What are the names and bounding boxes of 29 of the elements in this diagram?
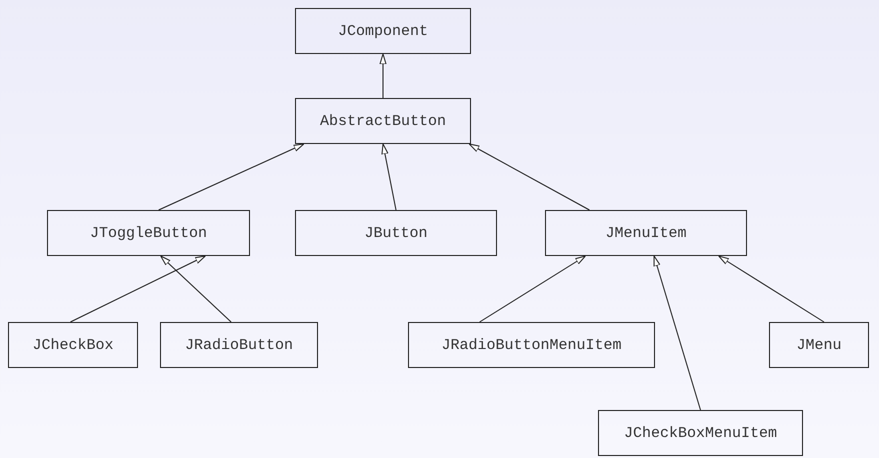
inheritance-arrow (479, 256, 586, 322)
class-box (598, 410, 803, 456)
class-name: JRadioButton (184, 336, 294, 354)
inheritance-arrow (718, 256, 824, 322)
class-name: JButton (364, 224, 428, 242)
class-name: JToggleButton (90, 224, 208, 242)
class-name: JMenu (796, 336, 842, 354)
inheritance-arrow (158, 144, 304, 210)
inheritance-arrow (160, 256, 232, 322)
class-box (769, 322, 869, 368)
class-name: JCheckBoxMenuItem (624, 424, 778, 442)
class-name: JCheckBox (32, 336, 114, 354)
class-box (295, 210, 497, 256)
class-box (160, 322, 318, 368)
inheritance-arrow (654, 256, 701, 410)
class-box (545, 210, 747, 256)
class-box (295, 98, 471, 144)
inheritance-arrow (382, 144, 396, 210)
class-box (295, 8, 471, 54)
class-name: JComponent (338, 22, 428, 40)
inheritance-arrow (468, 144, 590, 210)
class-box (8, 322, 138, 368)
class-name: AbstractButton (320, 112, 446, 130)
class-box (47, 210, 250, 256)
class-name: JMenuItem (605, 224, 686, 242)
inheritance-arrow (70, 256, 206, 322)
class-name: JRadioButtonMenuItem (441, 336, 622, 354)
inheritance-arrow (380, 54, 386, 98)
class-box (408, 322, 655, 368)
